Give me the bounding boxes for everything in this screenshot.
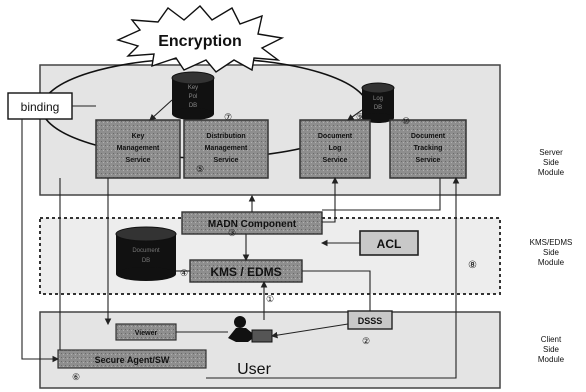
document-db: Document DB [116,227,176,281]
document-tracking-service-box: Document Tracking Service [390,120,466,178]
log-db-line-2: DB [374,105,382,111]
server-side-line-3: Module [520,168,582,178]
step-marker-10: ⑩ [402,116,410,126]
key-db-line-2: Pol [189,94,198,100]
secure-agent-label: Secure Agent/SW [95,355,170,365]
user-label: User [237,361,271,378]
step-marker-5: ⑤ [196,164,204,174]
step-marker-2: ② [362,336,370,346]
doc-log-line-2: Log [329,145,342,152]
doc-track-line-2: Tracking [414,145,443,152]
dist-mgmt-line-2: Management [205,145,248,152]
key-management-service-box: Key Management Service [96,120,180,178]
key-db-line-3: DB [189,103,197,109]
key-db-line-1: Key [188,85,198,91]
doc-db-line-2: DB [142,258,150,264]
server-side-line-1: Server [520,148,582,158]
madn-label: MADN Component [208,219,297,230]
binding-label: binding [21,100,60,114]
step-marker-9: ⑨ [356,112,364,122]
log-db-line-1: Log [373,96,383,102]
key-mgmt-line-2: Management [117,145,160,152]
server-side-line-2: Side [520,158,582,168]
step-marker-7: ⑦ [224,112,232,122]
client-side-line-1: Client [520,335,582,345]
doc-db-line-1: Document [132,248,160,254]
kms-side-module-label: KMS/EDMS Side Module [520,238,582,268]
server-side-module-label: Server Side Module [520,148,582,178]
key-mgmt-line-1: Key [132,133,145,140]
key-mgmt-line-3: Service [126,157,151,164]
log-db: Log DB [362,83,394,123]
kms-side-line-3: Module [520,258,582,268]
step-marker-4: ④ [180,268,188,278]
key-policy-db: Key Pol DB [172,72,214,120]
doc-log-line-1: Document [318,133,353,140]
kms-side-line-1: KMS/EDMS [520,238,582,248]
step-marker-6: ⑥ [72,372,80,382]
acl-label: ACL [377,237,402,251]
dist-mgmt-line-1: Distribution [206,133,245,140]
encryption-label: Encryption [158,33,242,50]
doc-track-line-3: Service [416,157,441,164]
client-side-module-label: Client Side Module [520,335,582,365]
kms-edms-label: KMS / EDMS [210,265,281,279]
doc-log-line-3: Service [323,157,348,164]
client-side-line-2: Side [520,345,582,355]
client-side-line-3: Module [520,355,582,365]
step-marker-8: ⑧ [468,260,477,271]
doc-track-line-1: Document [411,133,446,140]
kms-side-line-2: Side [520,248,582,258]
step-marker-1: ① [266,294,274,304]
document-log-service-box: Document Log Service [300,120,370,178]
dsss-label: DSSS [358,316,383,326]
dist-mgmt-line-3: Service [214,157,239,164]
step-marker-3: ③ [228,228,236,238]
client-viewer-label: Viewer [135,330,158,337]
